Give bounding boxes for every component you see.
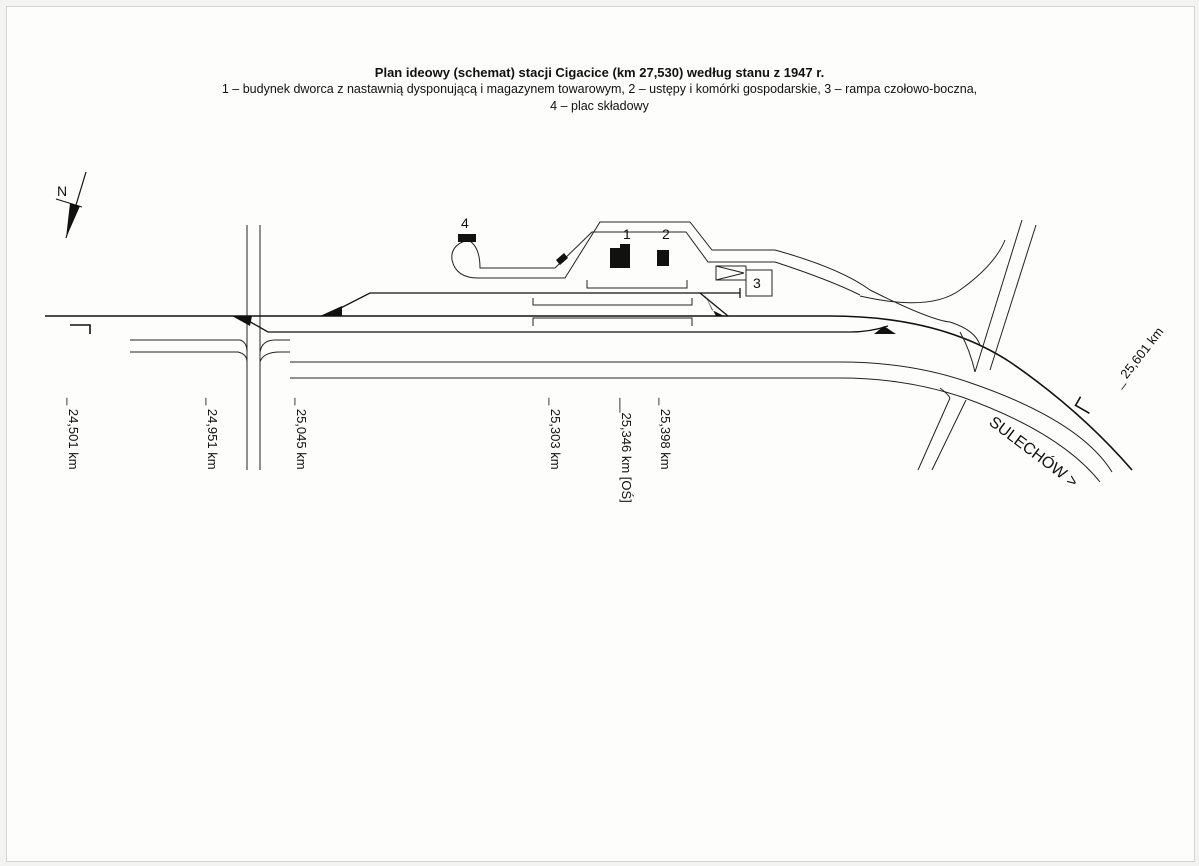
legend-line-2: 4 – plac składowy (550, 99, 649, 113)
loading-ramp (715, 265, 773, 297)
km-25045: _ 25,045 km (294, 397, 309, 470)
km-24951: _ 24,951 km (205, 397, 220, 470)
diagram-title: Plan ideowy (schemat) stacji Cigacice (k… (374, 65, 825, 80)
km-25303: _ 25,303 km (548, 397, 563, 470)
diagram-header: Plan ideowy (schemat) stacji Cigacice (k… (0, 64, 1199, 115)
north-arrow-icon (55, 171, 87, 239)
km-24501: _ 24,501 km (66, 397, 81, 470)
road-right (859, 219, 1037, 471)
road-left (246, 225, 261, 470)
km-25601: _ 25,601 km (1110, 324, 1166, 390)
platforms (532, 298, 693, 326)
main-track (45, 315, 1133, 471)
paper-sheet (6, 6, 1195, 862)
compass-label: N (57, 183, 67, 199)
direction-label: SULECHÓW > (986, 412, 1082, 491)
legend-line-1: 1 – budynek dworca z nastawnią dysponują… (221, 82, 978, 96)
marker-1: 1 (623, 226, 631, 242)
storage-yard-building (458, 234, 476, 242)
switch-markers (232, 293, 896, 334)
station-building (610, 248, 630, 268)
small-shed (556, 253, 568, 265)
buildings (458, 234, 669, 268)
station-building-annex (620, 244, 630, 250)
km-25346: __25,346 km [OŚ] (619, 397, 634, 503)
outbuildings (657, 250, 669, 266)
signal-icon-right (1074, 396, 1090, 415)
marker-3: 3 (753, 275, 761, 291)
marker-2: 2 (662, 226, 670, 242)
marker-4: 4 (461, 215, 469, 231)
yard-road (451, 221, 981, 346)
km-25398: _ 25,398 km (658, 397, 673, 470)
road-lower (130, 339, 1113, 483)
signal-icon (70, 324, 91, 334)
